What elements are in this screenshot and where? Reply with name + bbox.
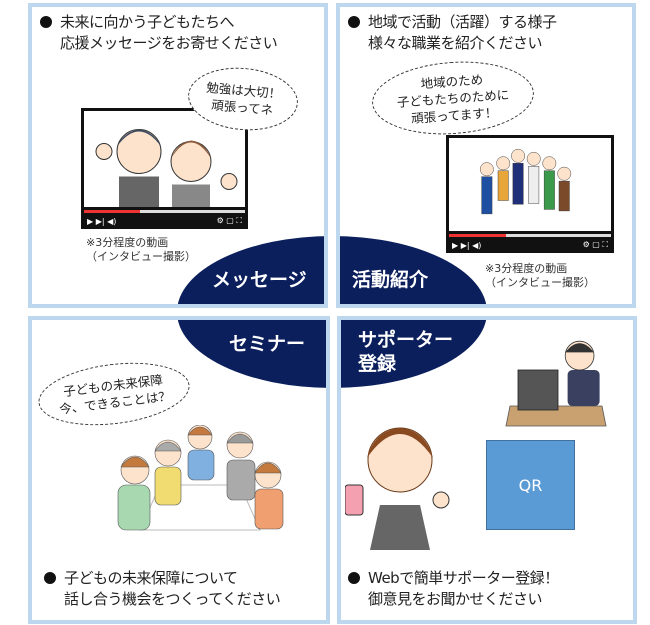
text-line: 子どもの未来保障について	[64, 569, 238, 587]
illustration-workers	[449, 138, 611, 231]
note-text: （インタビュー撮影）	[86, 250, 196, 263]
text-line: 様々な職業を紹介ください	[368, 34, 543, 52]
note-text: ※3分程度の動画	[485, 262, 568, 275]
video-note-activity: ※3分程度の動画 （インタビュー撮影）	[485, 262, 595, 290]
label-supporter: サポーター 登録	[358, 328, 453, 376]
play-controls-icon[interactable]: ▶ ▶| ◀)	[87, 217, 117, 226]
text-line: Webで簡単サポーター登録！	[368, 569, 559, 587]
video-player-message[interactable]: ▶ ▶| ◀) ⚙ ▢ ⛶	[81, 108, 248, 229]
settings-fullscreen-icon[interactable]: ⚙ ▢ ⛶	[216, 216, 242, 225]
play-controls-icon[interactable]: ▶ ▶| ◀)	[452, 241, 482, 250]
panel-gap	[0, 307, 650, 317]
note-text: ※3分程度の動画	[86, 236, 169, 249]
text-line: 未来に向かう子どもたちへ	[60, 13, 235, 31]
qr-label: QR	[518, 475, 543, 495]
illustration-man-at-computer	[505, 340, 607, 427]
bullet-icon	[44, 572, 56, 584]
label-seminar: セミナー	[229, 333, 306, 355]
activity-description: 地域で活動（活躍）する様子 様々な職業を紹介ください	[348, 12, 557, 54]
bullet-icon	[348, 16, 360, 28]
text-line: 話し合う機会をつくってください	[64, 590, 281, 608]
seminar-description: 子どもの未来保障について 話し合う機会をつくってください	[44, 568, 281, 610]
illustration-woman-with-phone	[345, 427, 450, 550]
label-message: メッセージ	[212, 269, 307, 291]
label-activity: 活動紹介	[352, 269, 429, 291]
illustration-meeting	[117, 425, 284, 531]
video-player-activity[interactable]: ▶ ▶| ◀) ⚙ ▢ ⛶	[446, 135, 614, 253]
video-note-message: ※3分程度の動画 （インタビュー撮影）	[86, 236, 196, 264]
label-line: 登録	[358, 353, 397, 375]
text-line: 地域で活動（活躍）する様子	[368, 13, 557, 31]
text-line: 御意見をお聞かせください	[368, 590, 543, 608]
supporter-description: Webで簡単サポーター登録！ 御意見をお聞かせください	[348, 568, 559, 610]
bullet-icon	[40, 16, 52, 28]
bullet-icon	[348, 572, 360, 584]
text-line: 応援メッセージをお寄せください	[60, 34, 278, 52]
note-text: （インタビュー撮影）	[485, 276, 595, 289]
message-description: 未来に向かう子どもたちへ 応援メッセージをお寄せください	[40, 12, 278, 54]
qr-code-placeholder[interactable]: QR	[486, 440, 575, 530]
settings-fullscreen-icon[interactable]: ⚙ ▢ ⛶	[582, 240, 608, 249]
illustration-business-people	[84, 111, 245, 207]
label-line: サポーター	[358, 329, 454, 351]
